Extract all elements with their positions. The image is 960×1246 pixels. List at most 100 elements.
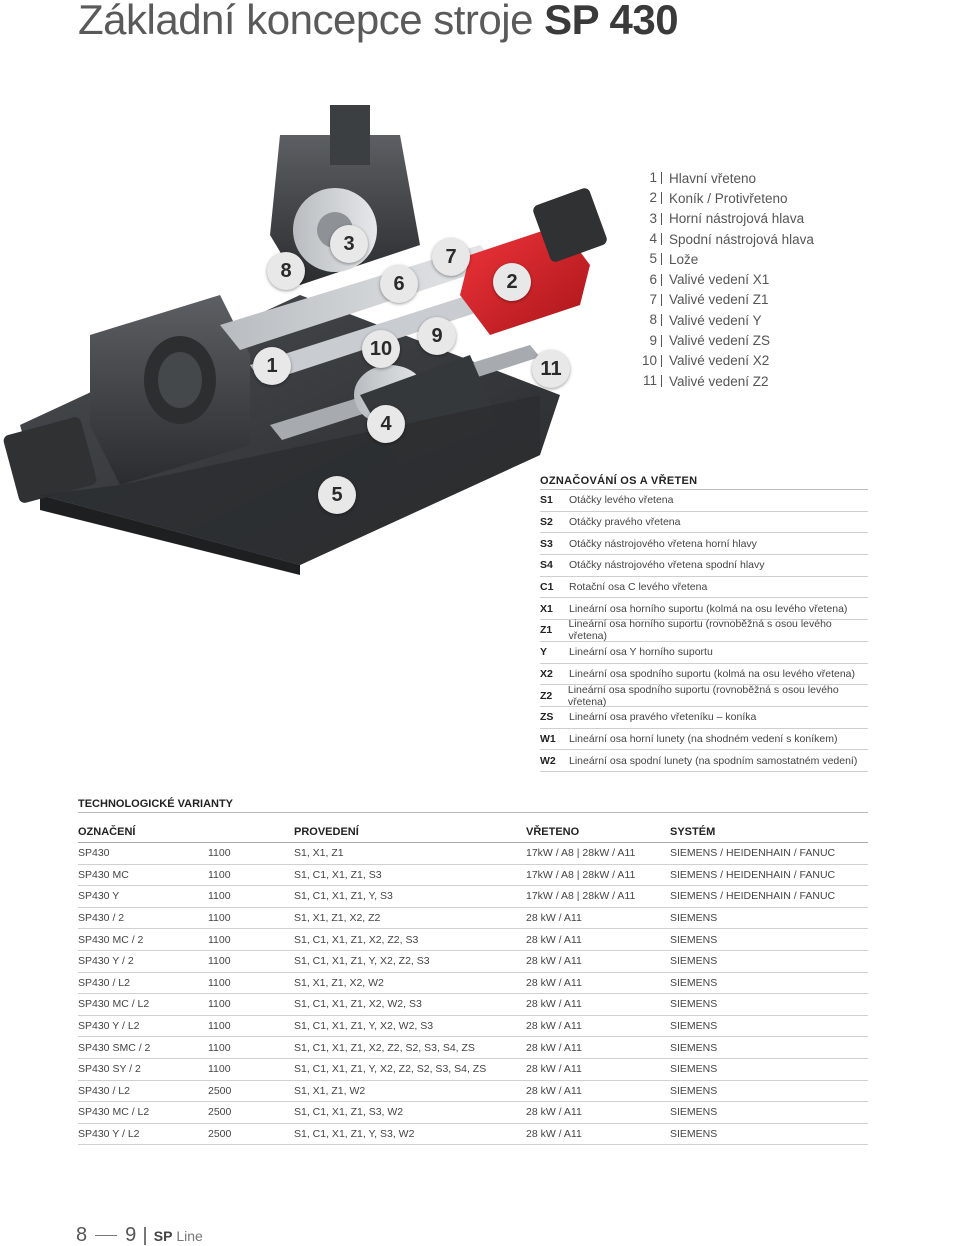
variant-name: SP430 / L2 [78,976,130,989]
legend-num: 1 [638,171,662,184]
legend-num: 9 [638,333,662,347]
callout-10: 10 [362,330,400,368]
legend-label: Hlavní vřeteno [669,170,757,186]
variant-name: SP430 MC / L2 [78,998,150,1011]
tech-title: TECHNOLOGICKÉ VARIANTY [78,795,868,813]
legend-item: 8 Valivé vedení Y [638,310,814,330]
axis-desc: Lineární osa horního suportu (kolmá na o… [569,602,848,615]
variant-system: SIEMENS [670,976,718,989]
variant-spindle: 28 kW / A11 [526,1041,582,1054]
variant-spindle: 28 kW / A11 [526,955,582,968]
brand-light: Line [172,1227,203,1244]
variant-axes: S1, C1, X1, Z1, S3 [294,868,382,881]
variant-spindle: 17kW / A8 | 28kW / A11 [526,847,636,860]
machine-illustration: 8 3 6 7 2 1 10 9 11 4 5 [0,95,640,575]
axis-desc: Lineární osa Y horního suportu [569,646,713,659]
variant-axes: S1, C1, X1, Z1, Y, X2, Z2, S2, S3, S4, Z… [294,1063,487,1076]
axis-row: Z2 Lineární osa spodního suportu (rovnobě… [540,683,868,708]
axis-desc: Otáčky nástrojového vřetena horní hlavy [569,537,757,550]
axis-code: ZS [540,711,554,724]
legend-num: 6 [638,272,662,286]
variant-system: SIEMENS [670,1020,718,1033]
variant-length: 1100 [208,890,231,903]
axis-code: S1 [540,494,553,507]
variant-length: 1100 [208,1041,231,1054]
axis-code: S2 [540,516,553,529]
variant-spindle: 28 kW / A11 [526,1106,582,1119]
variant-axes: S1, C1, X1, Z1, X2, Z2, S3 [294,933,419,946]
variant-name: SP430 Y [78,890,120,903]
legend-num: 8 [638,313,662,326]
variant-axes: S1, X1, Z1 [294,847,344,860]
variant-system: SIEMENS [670,955,718,968]
variant-name: SP430 [78,847,110,860]
variant-name: SP430 / 2 [78,912,125,925]
legend-num: 7 [638,293,662,306]
axis-desc: Lineární osa spodního suportu (kolmá na … [569,667,856,680]
variant-axes: S1, C1, X1, Z1, Y, X2, Z2, S3 [294,955,430,968]
variant-spindle: 17kW / A8 | 28kW / A11 [526,890,636,903]
variant-name: SP430 SMC / 2 [78,1041,151,1054]
tech-rows: SP430 1100 S1, X1, Z1 17kW / A8 | 28kW / A1… [78,843,868,1146]
variant-axes: S1, X1, Z1, X2, Z2 [294,912,381,925]
axis-desc: Otáčky levého vřetena [569,494,674,507]
variant-system: SIEMENS [670,1063,718,1076]
variant-system: SIEMENS [670,1106,718,1119]
variant-spindle: 28 kW / A11 [526,998,582,1011]
callout-4: 4 [367,405,405,443]
legend-label: Spodní nástrojová hlava [669,231,814,247]
variant-axes: S1, C1, X1, Z1, Y, S3, W2 [294,1128,415,1141]
legend-num: 3 [638,211,662,225]
axis-desc: Otáčky pravého vřetena [569,516,681,529]
col-header-vreteno: VŘETENO [526,825,580,838]
legend-num: 10 [638,354,662,367]
variant-length: 1100 [208,868,231,881]
axis-code: Z2 [540,689,553,702]
axis-code: W2 [540,754,556,767]
machine-image [3,105,607,575]
axis-row: S2 Otáčky pravého vřetena [540,512,868,534]
variant-axes: S1, X1, Z1, X2, W2 [294,976,384,989]
axis-row: X1 Lineární osa horního suportu (kolmá na… [540,598,868,621]
axis-desc: Lineární osa horního suportu (rovnoběžná… [568,618,832,643]
axis-code: Y [540,646,548,659]
callout-3: 3 [330,225,368,263]
callout-9: 9 [418,317,456,355]
legend-label: Valivé vedení Y [669,312,762,328]
variant-system: SIEMENS / HEIDENHAIN / FANUC [670,847,836,860]
axes-title: OZNAČOVÁNÍ OS A VŘETEN [540,472,868,490]
axis-desc: Lineární osa spodního suportu (rovnoběžn… [567,683,839,708]
callout-5: 5 [318,476,356,514]
variant-axes: S1, C1, X1, Z1, X2, Z2, S2, S3, S4, ZS [294,1041,475,1054]
variant-system: SIEMENS [670,1128,718,1141]
axis-desc: Otáčky nástrojového vřetena spodní hlavy [569,559,765,572]
callout-1: 1 [253,347,291,385]
table-row: SP430 SMC / 2 1100 S1, C1, X1, Z1, X2, Z2,… [78,1037,868,1059]
variant-system: SIEMENS [670,1084,718,1097]
legend-label: Koník / Protivřeteno [669,190,788,206]
tech-header-row: OZNAČENÍ PROVEDENÍ VŘETENO SYSTÉM [78,821,868,843]
axis-code: X1 [540,602,553,615]
variant-axes: S1, C1, X1, Z1, Y, X2, W2, S3 [294,1020,434,1033]
variant-length: 1100 [208,955,231,968]
variant-system: SIEMENS / HEIDENHAIN / FANUC [670,890,836,903]
legend-num: 4 [638,232,662,245]
col-header-system: SYSTÉM [670,825,716,838]
variant-axes: S1, X1, Z1, W2 [294,1084,366,1097]
page-number-right: 9 [125,1224,137,1246]
variant-name: SP430 SY / 2 [78,1063,141,1076]
variant-spindle: 28 kW / A11 [526,1084,582,1097]
variant-system: SIEMENS [670,912,718,925]
